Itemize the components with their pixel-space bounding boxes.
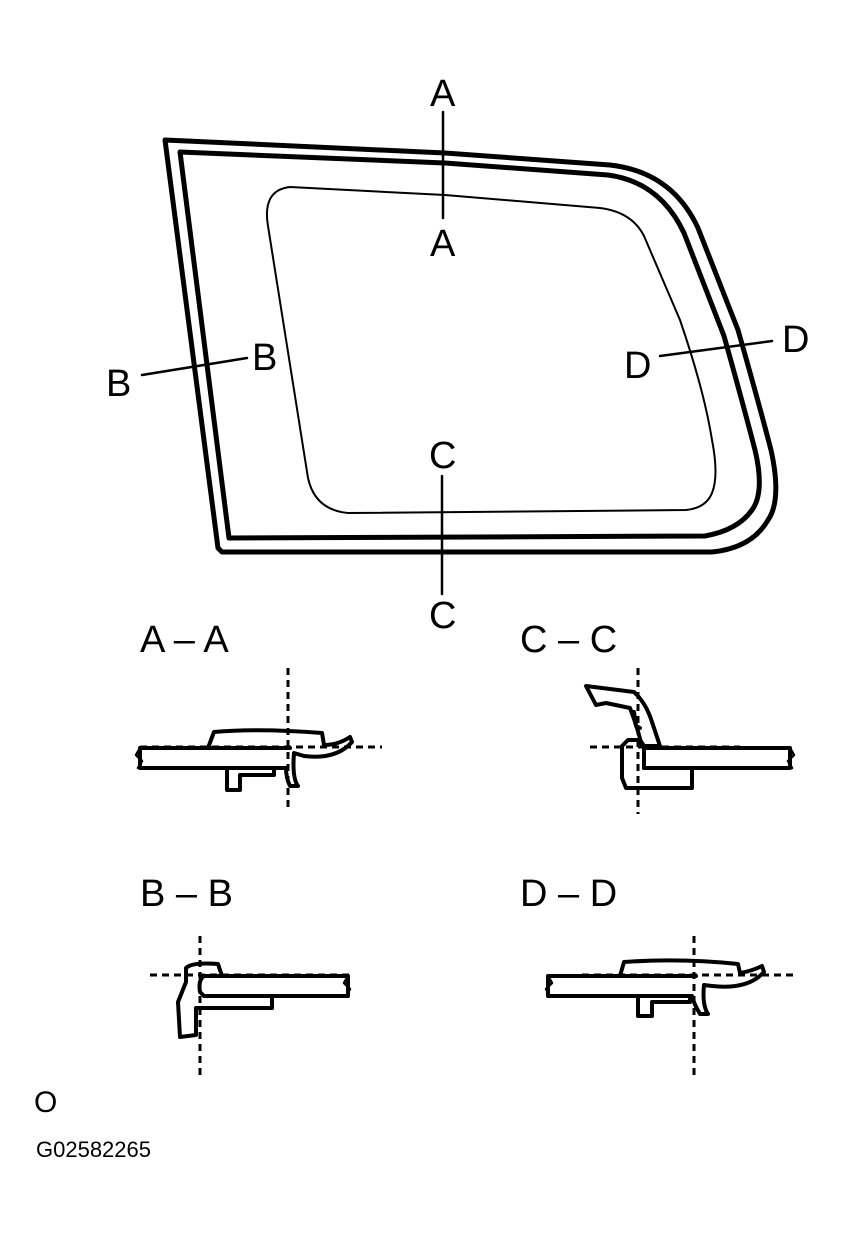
marker-b-right: B xyxy=(252,337,277,379)
footer-mark: O xyxy=(34,1086,57,1119)
section-title-bb: B – B xyxy=(140,873,233,915)
section-title-cc: C – C xyxy=(520,619,617,661)
marker-d-left: D xyxy=(624,345,651,387)
section-cc-detail xyxy=(584,668,796,814)
marker-b-left: B xyxy=(106,363,131,405)
marker-a-top: A xyxy=(430,73,456,115)
glass-inner-edge xyxy=(266,186,717,514)
cut-line-d xyxy=(658,339,774,358)
section-dd-detail xyxy=(544,936,794,1078)
window-glass-outline xyxy=(162,137,779,555)
figure-code: G02582265 xyxy=(36,1137,151,1162)
marker-a-bottom: A xyxy=(430,223,456,265)
marker-d-right: D xyxy=(782,319,809,361)
section-title-aa: A – A xyxy=(140,619,229,661)
cut-line-b xyxy=(140,356,249,377)
section-title-dd: D – D xyxy=(520,873,617,915)
marker-c-top: C xyxy=(429,435,456,477)
section-bb-detail xyxy=(150,936,352,1078)
marker-c-bottom: C xyxy=(429,595,456,637)
section-aa-detail xyxy=(134,668,382,812)
